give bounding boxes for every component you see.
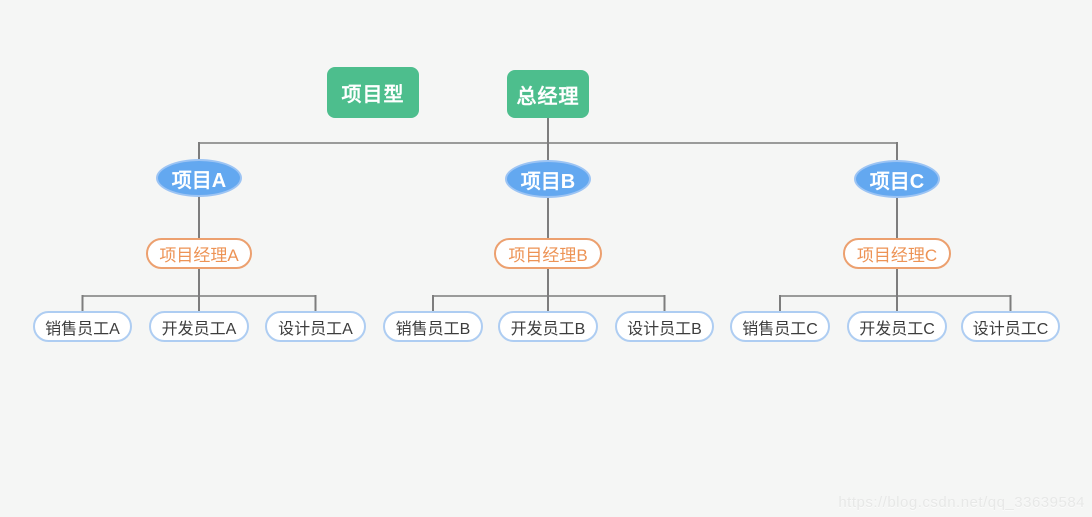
node-general-manager[interactable]: 总经理 (507, 70, 589, 118)
node-staff-design-a[interactable]: 设计员工A (265, 311, 366, 342)
node-staff-design-c[interactable]: 设计员工C (961, 311, 1060, 342)
node-staff-sales-a[interactable]: 销售员工A (33, 311, 132, 342)
node-project-manager-a[interactable]: 项目经理A (146, 238, 252, 269)
node-org-type-legend[interactable]: 项目型 (327, 67, 419, 118)
node-project-manager-b[interactable]: 项目经理B (494, 238, 602, 269)
node-project-b[interactable]: 项目B (505, 160, 591, 198)
node-project-manager-c[interactable]: 项目经理C (843, 238, 951, 269)
node-project-a[interactable]: 项目A (156, 159, 242, 197)
node-staff-dev-b[interactable]: 开发员工B (498, 311, 598, 342)
node-staff-sales-c[interactable]: 销售员工C (730, 311, 830, 342)
node-staff-sales-b[interactable]: 销售员工B (383, 311, 483, 342)
node-staff-dev-c[interactable]: 开发员工C (847, 311, 947, 342)
watermark-url: https://blog.csdn.net/qq_33639584 (838, 494, 1085, 511)
node-staff-dev-a[interactable]: 开发员工A (149, 311, 249, 342)
node-staff-design-b[interactable]: 设计员工B (615, 311, 714, 342)
node-project-c[interactable]: 项目C (854, 160, 940, 198)
